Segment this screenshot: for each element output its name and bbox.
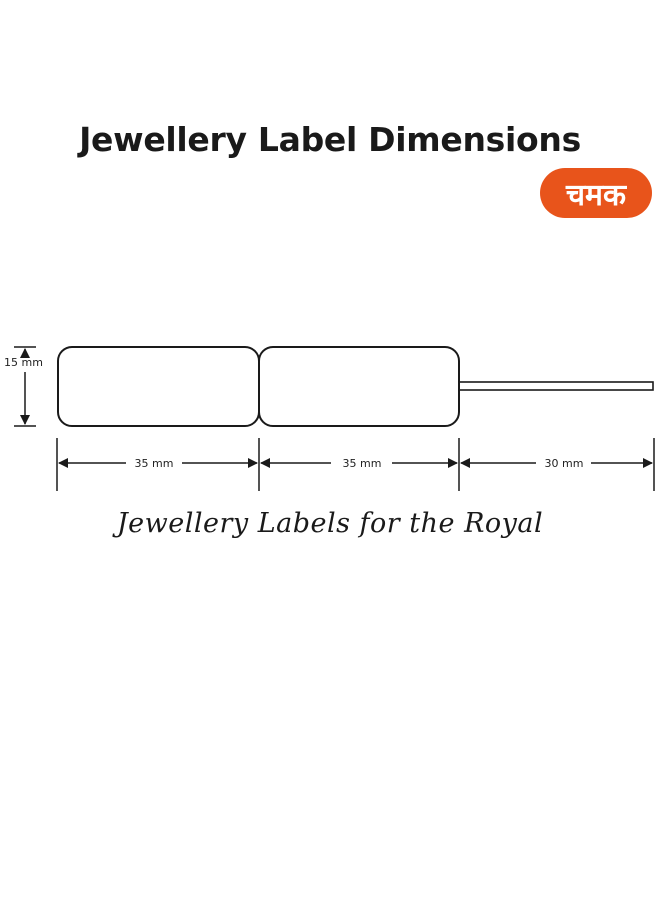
dim-label-1: 35 mm bbox=[135, 457, 174, 470]
label-tail bbox=[458, 381, 654, 391]
height-label: 15 mm bbox=[4, 356, 43, 369]
dim-label-2: 35 mm bbox=[343, 457, 382, 470]
brand-logo-badge: चमक bbox=[540, 168, 652, 218]
label-shape-2 bbox=[258, 346, 460, 427]
page-title: Jewellery Label Dimensions bbox=[79, 120, 581, 159]
dim-label-3: 30 mm bbox=[545, 457, 584, 470]
brand-logo-text: चमक bbox=[565, 177, 627, 213]
tagline: Jewellery Labels for the Royal bbox=[116, 508, 544, 539]
label-shape-1 bbox=[57, 346, 260, 427]
